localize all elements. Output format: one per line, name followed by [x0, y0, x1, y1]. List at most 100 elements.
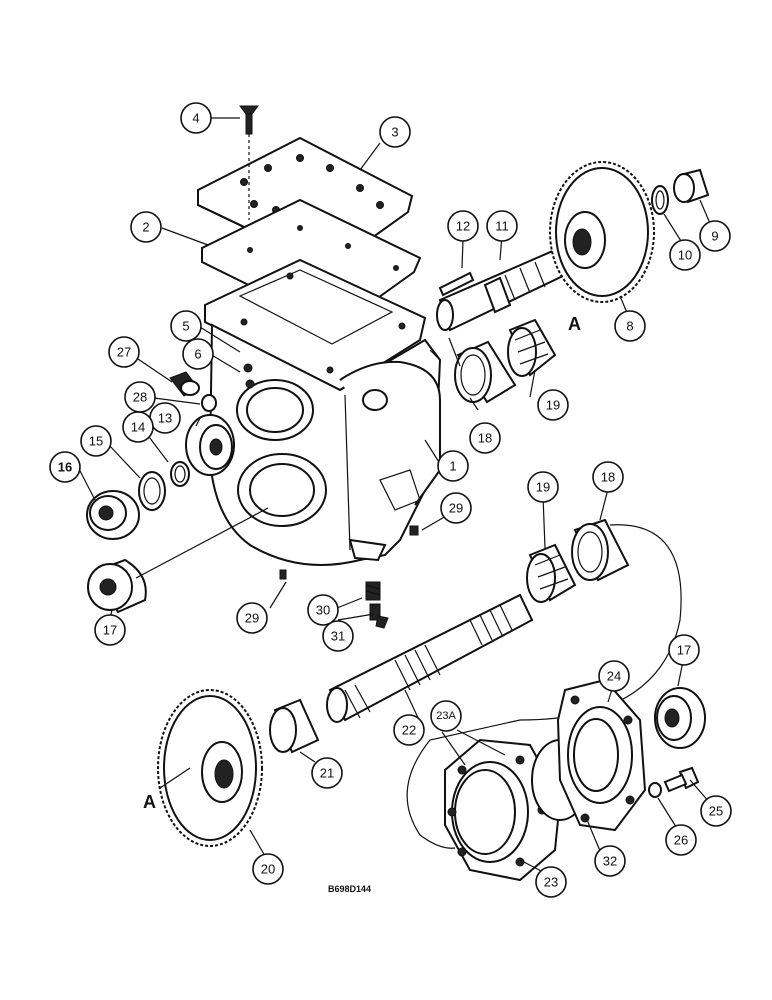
svg-text:23: 23 — [544, 875, 558, 890]
callout-18-upper: 18 — [469, 422, 501, 454]
svg-text:10: 10 — [678, 248, 692, 263]
svg-text:4: 4 — [192, 111, 199, 126]
callout-16: 16 — [49, 451, 81, 483]
callout-9: 9 — [699, 220, 731, 252]
svg-text:5: 5 — [182, 319, 189, 334]
bearing-housing — [556, 678, 647, 832]
svg-text:29: 29 — [449, 501, 463, 516]
callout-17-left: 17 — [94, 614, 126, 646]
callout-22: 22 — [393, 714, 425, 746]
callout-17-right: 17 — [668, 634, 700, 666]
svg-text:26: 26 — [674, 833, 688, 848]
svg-text:16: 16 — [58, 460, 72, 475]
input-shaft — [436, 248, 567, 332]
callout-27: 27 — [108, 336, 140, 368]
svg-text:9: 9 — [711, 229, 718, 244]
set-screw — [409, 525, 419, 536]
callout-11: 11 — [486, 210, 518, 242]
ball-bearing — [185, 414, 235, 476]
svg-text:30: 30 — [316, 603, 330, 618]
callout-4: 4 — [180, 102, 212, 134]
drawing-code: B698D144 — [328, 884, 371, 894]
needle-bushing — [673, 168, 710, 204]
callout-18-lower: 18 — [592, 461, 624, 493]
bearing-cup-lower — [571, 518, 630, 582]
svg-text:3: 3 — [391, 125, 398, 140]
svg-text:20: 20 — [261, 862, 275, 877]
svg-text:27: 27 — [117, 345, 131, 360]
hex-bolt — [663, 766, 700, 793]
gear-housing — [204, 258, 442, 566]
set-screw — [279, 569, 287, 580]
svg-text:12: 12 — [456, 219, 470, 234]
snap-ring-large — [138, 471, 166, 511]
svg-text:13: 13 — [158, 411, 172, 426]
output-shaft — [326, 593, 534, 723]
callout-26: 26 — [665, 824, 697, 856]
taper-bearing-cone-upper — [507, 318, 557, 377]
oil-seal-right — [654, 687, 706, 749]
svg-text:32: 32 — [603, 854, 617, 869]
svg-text:23A: 23A — [436, 710, 456, 722]
callout-5: 5 — [170, 310, 202, 342]
svg-text:19: 19 — [536, 480, 550, 495]
callout-19-lower: 19 — [527, 471, 559, 503]
svg-text:19: 19 — [546, 398, 560, 413]
svg-text:24: 24 — [607, 669, 621, 684]
callout-3: 3 — [379, 116, 411, 148]
callout-13: 13 — [149, 402, 181, 434]
svg-text:11: 11 — [495, 219, 509, 234]
callout-23a: 23A — [430, 700, 462, 732]
callout-2: 2 — [130, 211, 162, 243]
oil-seal-upper — [86, 490, 140, 540]
callout-10: 10 — [669, 239, 701, 271]
callout-6: 6 — [182, 338, 214, 370]
callout-32: 32 — [594, 845, 626, 877]
callout-15: 15 — [80, 425, 112, 457]
svg-text:21: 21 — [320, 766, 334, 781]
lock-washer — [648, 782, 662, 798]
callout-30: 30 — [307, 594, 339, 626]
svg-text:28: 28 — [133, 390, 147, 405]
svg-text:22: 22 — [402, 723, 416, 738]
svg-text:1: 1 — [449, 459, 456, 474]
callout-21: 21 — [311, 757, 343, 789]
taper-bearing-cone-lower — [526, 543, 577, 603]
svg-text:25: 25 — [709, 804, 723, 819]
svg-text:2: 2 — [142, 220, 149, 235]
drain-plug — [169, 371, 200, 397]
svg-text:17: 17 — [677, 643, 691, 658]
callout-25: 25 — [700, 795, 732, 827]
shaft-key — [438, 271, 475, 297]
callout-31: 31 — [322, 620, 354, 652]
washer-ring — [201, 394, 217, 412]
svg-text:17: 17 — [103, 623, 117, 638]
retaining-ring — [651, 185, 669, 215]
callout-29-lower: 29 — [236, 602, 268, 634]
view-marker-lower: A — [143, 792, 156, 812]
callout-12: 12 — [447, 210, 479, 242]
svg-text:15: 15 — [89, 434, 103, 449]
svg-text:18: 18 — [478, 431, 492, 446]
callout-28: 28 — [124, 381, 156, 413]
oil-seal-left — [87, 558, 147, 614]
gear-lower — [157, 689, 263, 847]
svg-text:31: 31 — [331, 629, 345, 644]
screw — [239, 105, 259, 220]
view-marker-upper: A — [568, 314, 581, 334]
svg-text:8: 8 — [626, 319, 633, 334]
svg-text:6: 6 — [194, 347, 201, 362]
svg-text:29: 29 — [245, 611, 259, 626]
callout-29-upper: 29 — [440, 492, 472, 524]
callout-20: 20 — [252, 853, 284, 885]
callout-1: 1 — [437, 450, 469, 482]
gear-upper — [549, 161, 655, 303]
spacer-bushing — [269, 698, 320, 754]
callout-19-upper: 19 — [537, 389, 569, 421]
callout-23: 23 — [535, 866, 567, 898]
callout-8: 8 — [614, 310, 646, 342]
svg-text:18: 18 — [601, 470, 615, 485]
snap-ring-small — [170, 461, 190, 487]
callout-14: 14 — [122, 411, 154, 443]
